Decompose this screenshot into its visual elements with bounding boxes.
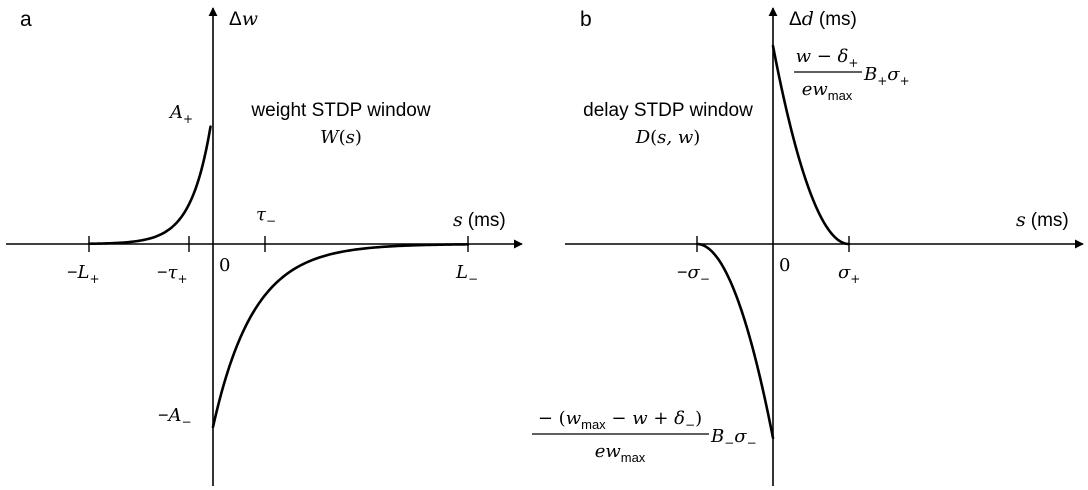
label-minus-sigma-minus: −σ− <box>677 262 710 286</box>
label-minus-tau-plus: −τ+ <box>157 262 188 286</box>
delay-ltp-amplitude-expr: w − δ+ ewmax B+σ+ <box>794 46 910 103</box>
label-minus-a-minus: −A− <box>158 405 192 429</box>
label-sigma-plus: σ+ <box>838 262 860 286</box>
bottom-expr-numerator: − (wmax − w + δ−) <box>538 408 702 432</box>
label-origin-a: 0 <box>219 255 230 276</box>
panel-a-subtitle: W(s) <box>320 127 362 148</box>
delay-ltd-amplitude-expr: − (wmax − w + δ−) ewmax B−σ− <box>532 408 757 465</box>
label-a-plus: A+ <box>168 102 193 126</box>
weight-ltd-curve <box>211 243 470 429</box>
panel-b: b Δd(ms) s(ms) −σ− 0 σ+ delay STDP windo… <box>532 7 1084 486</box>
delay-ltp-curve <box>771 44 851 246</box>
panel-b-letter: b <box>580 8 592 31</box>
label-tau-minus: τ− <box>256 204 276 228</box>
label-l-minus: L− <box>455 262 478 286</box>
panel-b-x-axis-label: s(ms) <box>1016 209 1069 231</box>
weight-ltp-curve <box>87 125 212 246</box>
panel-b-subtitle: D(s, w) <box>635 127 701 148</box>
delay-ltd-curve <box>695 242 775 440</box>
panel-a-title: weight STDP window <box>250 100 430 121</box>
top-expr-tail: B+σ+ <box>863 64 910 88</box>
panel-a-x-axis-label: s(ms) <box>453 209 506 231</box>
top-expr-numerator: w − δ+ <box>796 46 859 70</box>
panel-a-letter: a <box>20 8 32 31</box>
bottom-expr-tail: B−σ− <box>710 426 757 450</box>
panel-a: a Δw s(ms) −L+ −τ+ 0 τ− L− A+ −A− <box>6 7 523 486</box>
label-origin-b: 0 <box>779 255 790 276</box>
panel-b-y-axis-label: Δd(ms) <box>789 8 857 30</box>
panel-a-y-axis-label: Δw <box>229 8 258 30</box>
top-expr-denominator: ewmax <box>802 79 853 103</box>
bottom-expr-denominator: ewmax <box>595 441 646 465</box>
panel-b-title: delay STDP window <box>583 100 753 121</box>
label-minus-l-plus: −L+ <box>67 262 100 286</box>
